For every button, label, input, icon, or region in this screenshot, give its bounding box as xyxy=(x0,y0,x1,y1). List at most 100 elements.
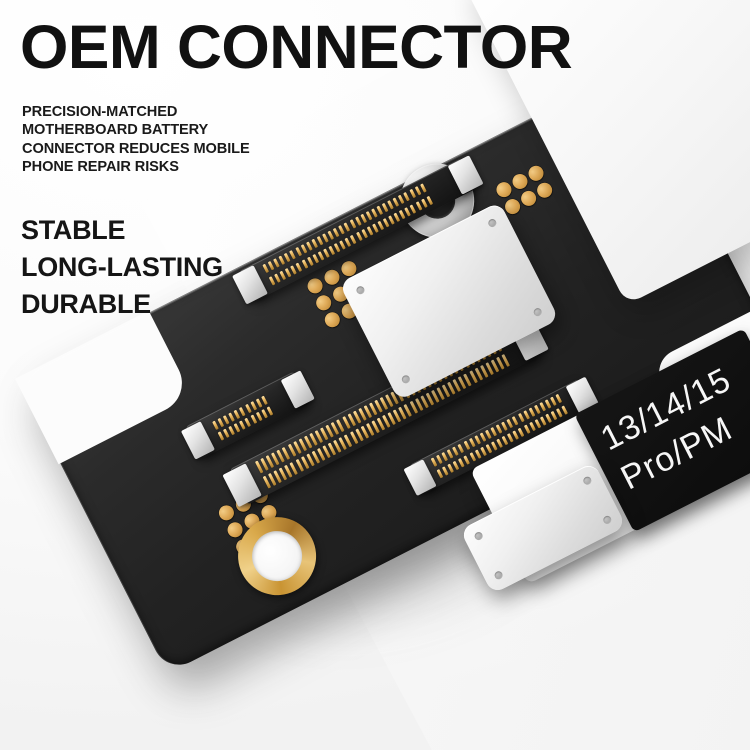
shield-dimple xyxy=(355,284,366,296)
connector-pin xyxy=(328,245,336,256)
connector-pin xyxy=(244,417,252,427)
connector-pin xyxy=(233,422,241,433)
connector-pin xyxy=(399,209,406,220)
connector-pin xyxy=(495,424,503,434)
connector-pin xyxy=(306,256,314,267)
connector-pin xyxy=(332,227,340,238)
connector-pin xyxy=(267,260,275,271)
shield-dimple xyxy=(400,373,412,385)
connector-pin xyxy=(311,238,318,249)
connector-pin xyxy=(545,413,552,424)
connector-pin xyxy=(561,405,569,415)
connector-pin xyxy=(371,223,379,233)
connector-pin xyxy=(255,411,263,422)
connector-pin xyxy=(278,255,286,265)
connector-pin xyxy=(339,240,347,250)
connector-pin xyxy=(244,404,252,414)
connector-pin xyxy=(388,215,395,225)
connector-pin xyxy=(316,236,324,246)
connector-pin xyxy=(355,231,363,242)
connector-pin xyxy=(312,254,319,264)
page-title: OEM CONNECTOR xyxy=(20,13,573,81)
connector-pin xyxy=(479,446,487,457)
shield-dimple xyxy=(532,306,544,318)
connector-pin xyxy=(274,273,281,283)
connector-pin xyxy=(441,451,449,462)
subtitle-line-4: PHONE REPAIR RISKS xyxy=(22,159,179,176)
subtitle-line-3: CONNECTOR REDUCES MOBILE xyxy=(22,140,250,157)
feature-list: STABLE LONG-LASTING DURABLE xyxy=(21,212,223,323)
connector-pin xyxy=(436,454,443,465)
subtitle-line-2: MOTHERBOARD BATTERY xyxy=(22,122,209,139)
connector-pin xyxy=(327,230,335,240)
connector-pin xyxy=(344,237,352,247)
connector-pin xyxy=(496,438,504,448)
connector-pin xyxy=(501,421,508,431)
connector-pin xyxy=(458,457,466,468)
connector-pin xyxy=(415,201,423,211)
connector-pin xyxy=(376,205,384,215)
subtitle-block: PRECISION-MATCHED MOTHERBOARD BATTERY CO… xyxy=(22,103,250,177)
feature-item-durable: DURABLE xyxy=(21,289,151,319)
connector-pin xyxy=(377,220,385,231)
connector-pin xyxy=(398,194,405,204)
connector-pin xyxy=(409,204,417,214)
connector-pin xyxy=(457,443,465,453)
connector-pin xyxy=(517,413,525,423)
connector-pin xyxy=(506,418,514,429)
shield-dimple xyxy=(581,475,593,487)
connector-pin xyxy=(349,219,356,229)
connector-pin xyxy=(426,195,433,206)
connector-pin xyxy=(539,402,546,412)
connector-pin xyxy=(381,202,389,213)
connector-pin xyxy=(301,259,309,269)
connector-pin xyxy=(382,218,390,228)
connector-pin xyxy=(490,441,498,451)
connector-pin xyxy=(533,404,541,415)
connector-pin xyxy=(463,455,471,465)
connector-pin xyxy=(370,208,378,218)
connector-pin xyxy=(361,229,368,239)
connector-pin xyxy=(217,417,225,428)
connector-pin xyxy=(233,409,241,419)
connector-pin xyxy=(441,466,449,476)
connector-pin xyxy=(260,409,268,419)
connector-pin xyxy=(289,249,297,260)
connector-pin xyxy=(295,262,303,272)
connector-pin xyxy=(387,200,394,210)
connector-pin xyxy=(354,216,362,227)
connector-pin xyxy=(322,233,329,243)
connector-pin xyxy=(523,424,531,435)
connector-pin xyxy=(555,408,563,418)
connector-pin xyxy=(284,267,292,278)
connector-pin xyxy=(284,252,291,263)
connector-pin xyxy=(555,393,563,404)
connector-pin xyxy=(338,224,346,235)
subtitle-line-1: PRECISION-MATCHED xyxy=(22,104,178,120)
connector-pin xyxy=(512,415,519,426)
connector-pin xyxy=(343,222,351,232)
connector-pin xyxy=(360,213,367,224)
connector-pin xyxy=(474,435,481,445)
connector-pin xyxy=(420,198,428,209)
connector-pin xyxy=(419,183,427,193)
connector-pin xyxy=(528,421,536,432)
connector-pin xyxy=(550,396,557,406)
connector-pin xyxy=(517,427,525,437)
connector-pin xyxy=(260,395,268,406)
connector-pin xyxy=(452,446,460,456)
connector-pin xyxy=(228,412,236,422)
connector-pin xyxy=(512,430,520,440)
connector-pin xyxy=(528,407,536,417)
connector-pin xyxy=(522,410,530,420)
connector-pin xyxy=(222,415,230,425)
connector-pin xyxy=(323,248,330,258)
connector-pin xyxy=(550,410,558,421)
connector-pin xyxy=(485,444,493,454)
connector-pin xyxy=(452,460,460,471)
connector-pin xyxy=(403,191,411,202)
connector-pin xyxy=(408,188,416,199)
connector-pin xyxy=(266,406,274,416)
connector-pin xyxy=(273,258,280,268)
